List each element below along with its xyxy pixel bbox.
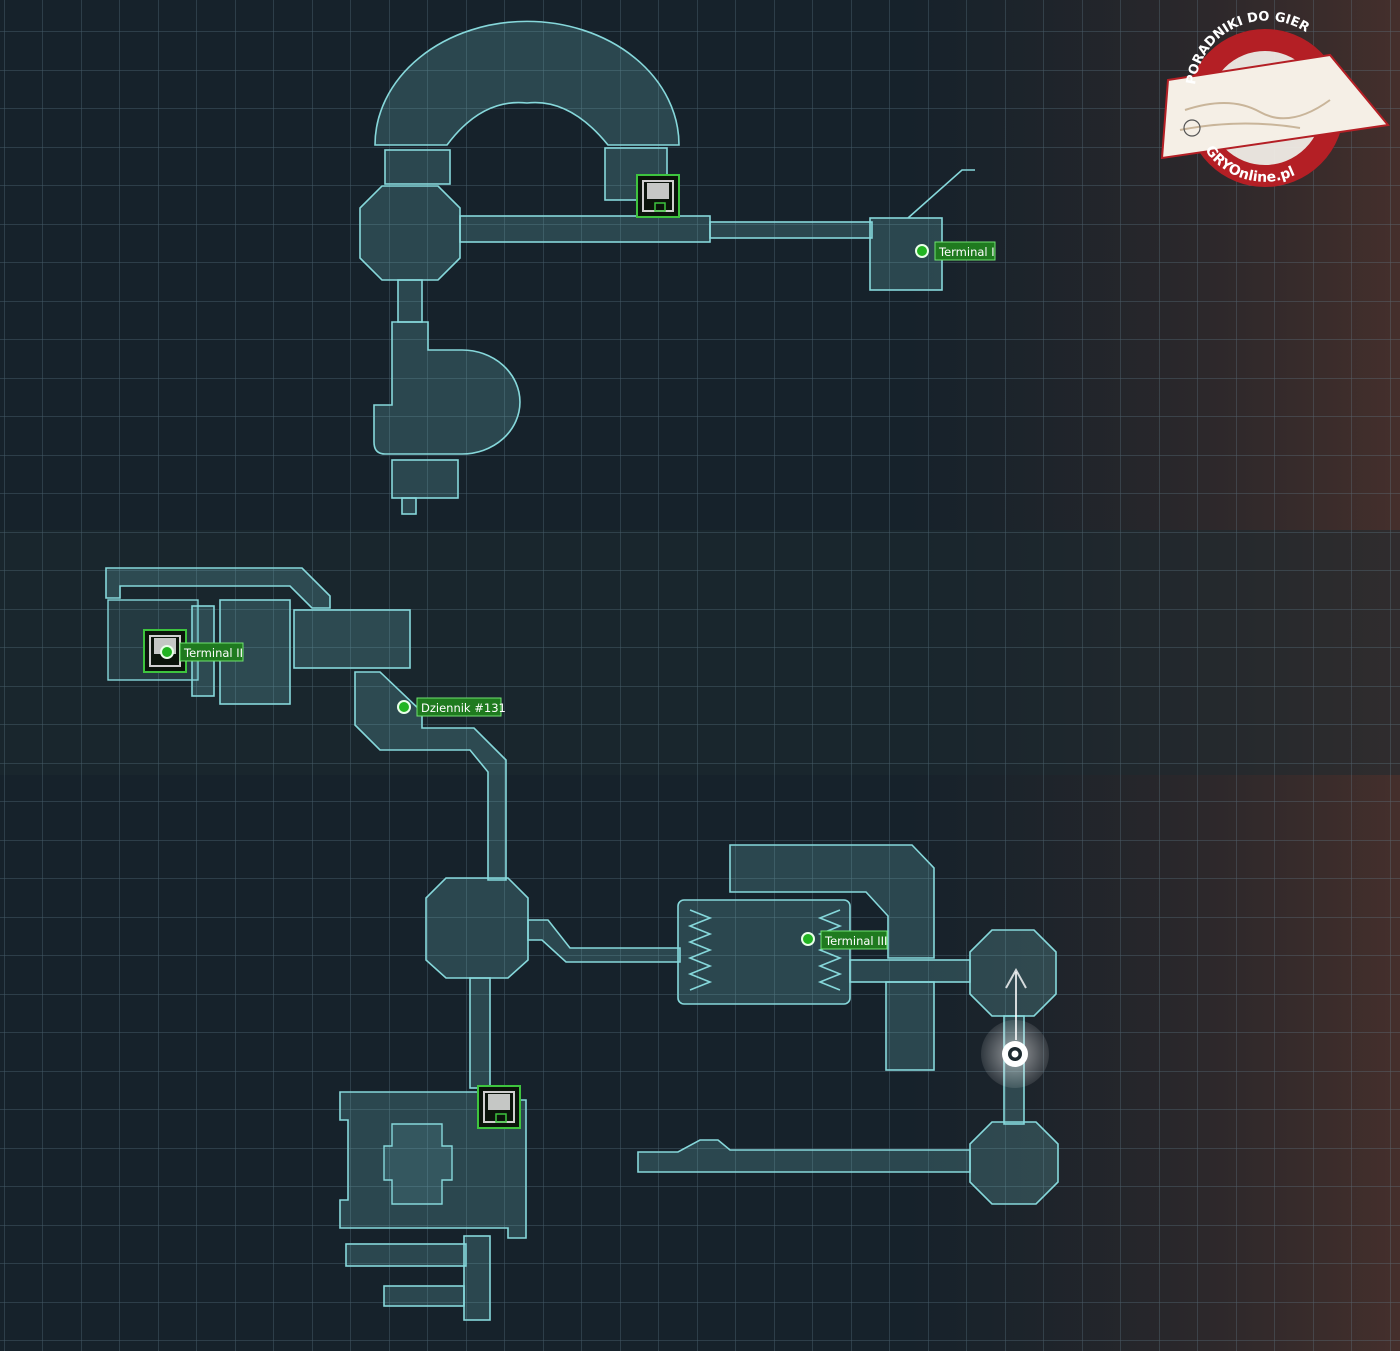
marker-terminal-1[interactable]: Terminal I: [915, 241, 996, 261]
marker-label: Terminal I: [938, 245, 995, 259]
marker-terminal-2[interactable]: Terminal II: [160, 642, 244, 662]
gryonline-logo: PORADNIKI DO GIER GRYOnline.pl: [1160, 9, 1390, 187]
direction-arrow-icon: [1005, 967, 1027, 1040]
save-station-icon[interactable]: [477, 1085, 521, 1129]
save-station-icon[interactable]: [636, 174, 680, 218]
upper-rooms: [359, 20, 975, 515]
player-position-icon: [981, 1020, 1049, 1088]
lower-rooms: [339, 844, 1059, 1321]
marker-dziennik-131[interactable]: Dziennik #131: [397, 697, 506, 717]
marker-label: Dziennik #131: [421, 701, 506, 715]
marker-label: Terminal II: [183, 646, 243, 660]
marker-label: Terminal III: [824, 934, 887, 948]
marker-terminal-3[interactable]: Terminal III: [801, 930, 888, 950]
